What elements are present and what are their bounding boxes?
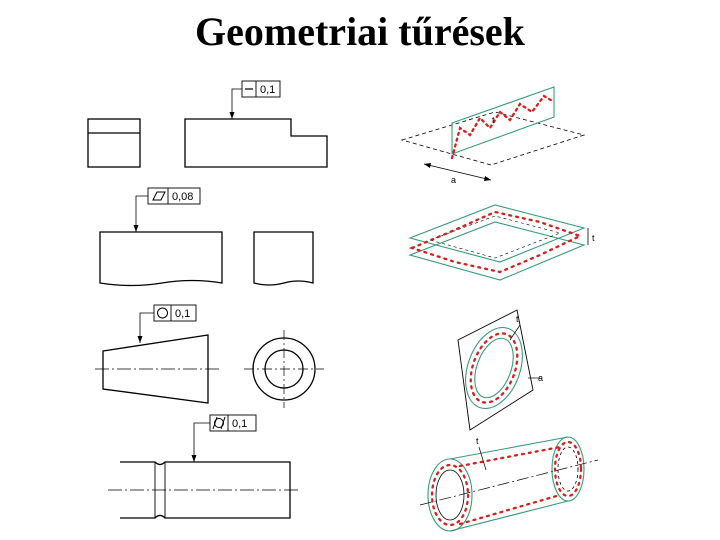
page-title: Geometriai tűrések bbox=[195, 9, 525, 54]
straightness-frame: 0,1 bbox=[241, 80, 281, 98]
flat-plate-front bbox=[99, 231, 223, 287]
cylindricity-zone: t bbox=[419, 436, 599, 532]
circularity-value: 0,1 bbox=[175, 308, 190, 320]
cylindricity-icon bbox=[212, 416, 226, 430]
side-view-block bbox=[87, 118, 141, 168]
flatness-zone-t: t bbox=[592, 233, 595, 243]
straightness-value: 0,1 bbox=[260, 84, 275, 96]
circularity-zone: t a bbox=[457, 309, 543, 431]
stepped-part bbox=[184, 118, 328, 168]
circularity-icon bbox=[157, 307, 168, 319]
flatness-drawing bbox=[99, 195, 314, 287]
circularity-zone-t: t bbox=[516, 314, 519, 324]
cylindricity-drawing bbox=[108, 422, 300, 519]
flat-plate-side bbox=[253, 231, 314, 286]
circularity-points bbox=[469, 332, 519, 404]
straightness-drawing bbox=[87, 88, 328, 168]
cylindricity-zone-t: t bbox=[476, 436, 479, 446]
flatness-value: 0,08 bbox=[172, 191, 193, 203]
cylindricity-frame: 0,1 bbox=[209, 414, 257, 432]
flatness-frame: 0,08 bbox=[147, 187, 201, 205]
circularity-drawing bbox=[95, 312, 324, 408]
straightness-zone-a: a bbox=[451, 175, 456, 185]
circularity-zone-a: a bbox=[538, 373, 543, 383]
cylindricity-value: 0,1 bbox=[232, 418, 247, 430]
flatness-points bbox=[408, 210, 584, 274]
cone-part bbox=[102, 334, 209, 404]
circularity-frame: 0,1 bbox=[153, 304, 197, 322]
cylindricity-points bbox=[458, 445, 562, 468]
flatness-zone: t bbox=[408, 204, 595, 281]
straightness-zone: a t bbox=[400, 86, 586, 185]
flatness-icon bbox=[152, 191, 166, 201]
straightness-points bbox=[450, 94, 556, 160]
straightness-zone-t: t bbox=[492, 115, 495, 125]
